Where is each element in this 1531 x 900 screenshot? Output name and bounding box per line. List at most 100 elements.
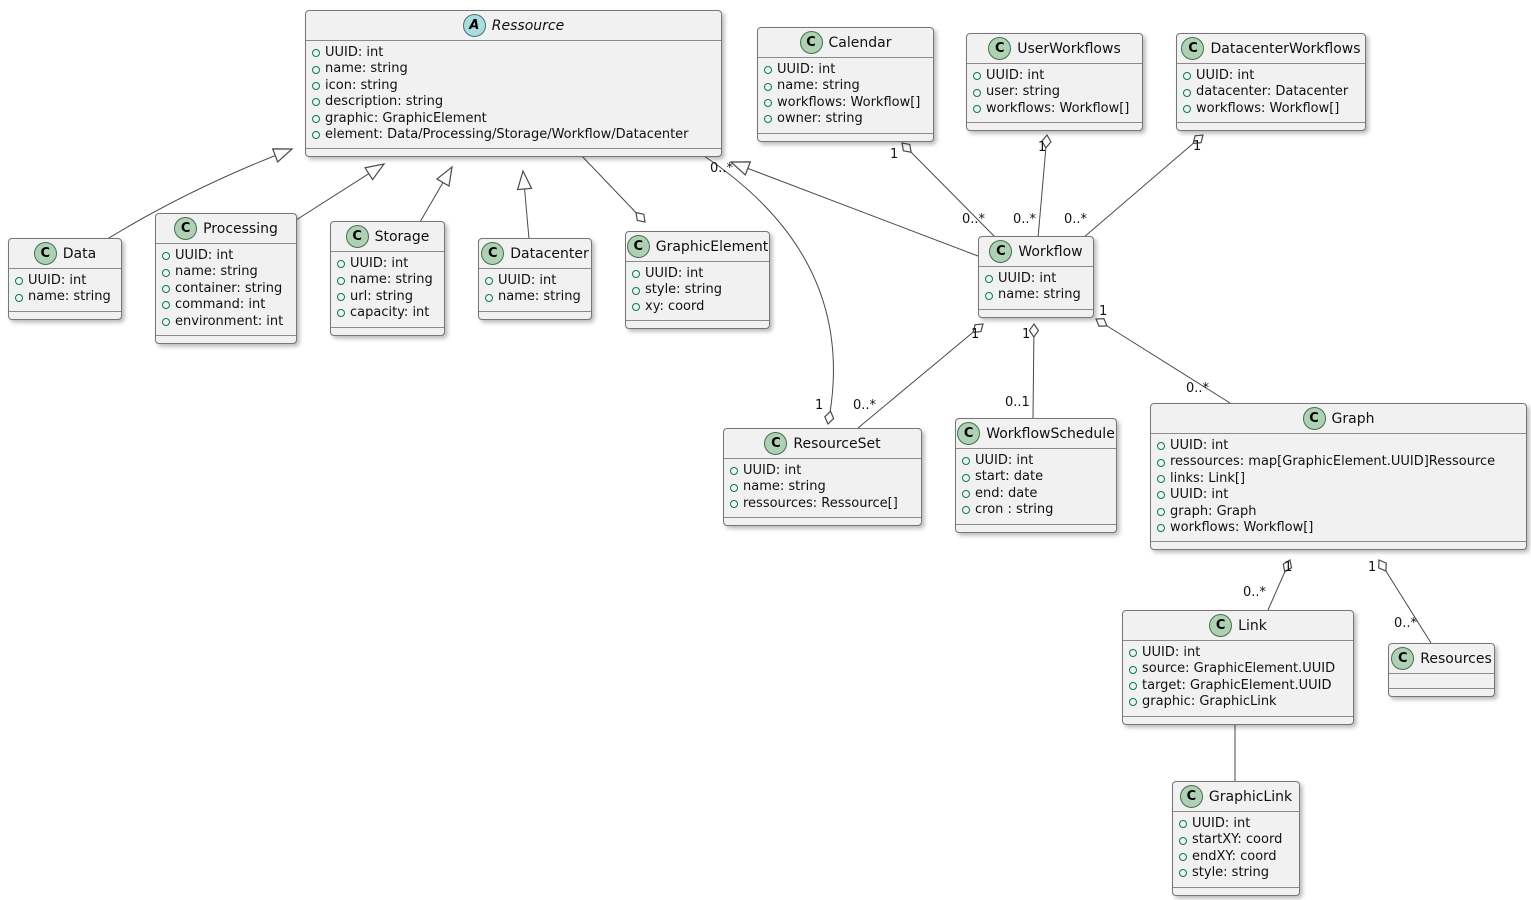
attribute-text: workflows: Workflow[]: [986, 100, 1130, 116]
class-header: C Processing: [156, 214, 296, 244]
attribute-text: owner: string: [777, 111, 863, 127]
attribute-line: datacenter: Datacenter: [1183, 84, 1359, 100]
multiplicity-link-end: 0..*: [1243, 585, 1267, 600]
field-visibility-icon: [1129, 682, 1137, 691]
class-header: C UserWorkflows: [967, 34, 1142, 64]
attribute-line: workflows: Workflow[]: [973, 101, 1136, 117]
attribute-text: UUID: int: [1170, 487, 1229, 503]
multiplicity-resourceset-end: 1: [815, 398, 824, 413]
multiplicity-workflow-schedule-end: 1: [1022, 327, 1031, 342]
attribute-line: graphic: GraphicElement: [312, 111, 715, 127]
attribute-line: name: string: [312, 61, 715, 77]
field-visibility-icon: [1183, 72, 1191, 81]
attribute-line: name: string: [730, 479, 915, 495]
method-compartment: [1389, 688, 1494, 696]
attribute-line: environment: int: [162, 314, 290, 330]
field-visibility-icon: [312, 131, 320, 140]
method-compartment: [979, 308, 1093, 317]
class-icon: C: [481, 242, 505, 265]
attribute-text: name: string: [325, 61, 408, 77]
attribute-line: user: string: [973, 84, 1136, 100]
field-visibility-icon: [973, 88, 981, 97]
field-visibility-icon: [1179, 820, 1187, 829]
class-name: Processing: [203, 220, 278, 237]
aggregation-workflowschedule-workflow: [1028, 322, 1040, 419]
attribute-line: name: string: [764, 78, 927, 94]
class-name: GraphicElement: [655, 238, 769, 255]
attribute-text: ressources: Ressource[]: [743, 495, 898, 511]
aggregation-workflow-calendar: [901, 142, 997, 239]
class-name: Graph: [1331, 410, 1375, 427]
attribute-line: workflows: Workflow[]: [1183, 101, 1359, 117]
field-visibility-icon: [15, 277, 23, 286]
class-header: C Datacenter: [479, 239, 591, 269]
attribute-line: UUID: int: [1157, 487, 1520, 503]
field-visibility-icon: [162, 301, 170, 310]
attribute-text: UUID: int: [325, 45, 384, 60]
field-visibility-icon: [1129, 698, 1137, 707]
field-visibility-icon: [730, 500, 738, 509]
attribute-text: user: string: [986, 84, 1060, 100]
class-header: C Link: [1123, 611, 1353, 641]
aggregation-ressource-graphicelement: [577, 151, 646, 223]
field-visibility-icon: [973, 105, 981, 114]
field-visibility-icon: [1129, 665, 1137, 674]
attribute-text: UUID: int: [1196, 68, 1255, 83]
method-compartment: [479, 310, 591, 319]
multiplicity-graph-link-end: 1: [1284, 560, 1293, 575]
attribute-line: container: string: [162, 281, 290, 297]
attribute-text: graphic: GraphicLink: [1142, 694, 1277, 710]
class-icon: C: [1179, 785, 1203, 808]
class-icon: C: [988, 37, 1012, 60]
class-resources: C Resources: [1388, 643, 1495, 697]
attribute-line: capacity: int: [337, 305, 438, 321]
field-visibility-icon: [1157, 475, 1165, 484]
attribute-line: graph: Graph: [1157, 504, 1520, 520]
attribute-line: ressources: map[GraphicElement.UUID]Ress…: [1157, 454, 1520, 470]
field-visibility-icon: [312, 98, 320, 107]
attribute-text: cron : string: [975, 502, 1054, 518]
method-compartment: [306, 148, 721, 156]
method-compartment: [967, 122, 1142, 130]
method-compartment: [956, 523, 1116, 532]
attribute-text: command: int: [175, 297, 266, 313]
class-icon: C: [957, 422, 981, 445]
method-compartment: [758, 132, 933, 141]
method-compartment: [626, 320, 769, 328]
class-icon: C: [1302, 407, 1326, 430]
field-visibility-icon: [764, 115, 772, 124]
attribute-line: owner: string: [764, 111, 927, 127]
attribute-text: name: string: [498, 289, 581, 305]
class-icon: C: [345, 225, 369, 248]
class-icon: C: [1391, 647, 1415, 670]
field-visibility-icon: [162, 317, 170, 326]
attribute-text: datacenter: Datacenter: [1196, 84, 1349, 100]
field-visibility-icon: [764, 82, 772, 91]
attribute-line: UUID: int: [1183, 68, 1359, 84]
attribute-line: UUID: int: [962, 453, 1110, 469]
attribute-text: name: string: [350, 272, 433, 288]
class-header: C Resources: [1389, 644, 1494, 674]
attribute-text: endXY: coord: [1192, 848, 1277, 864]
attribute-text: UUID: int: [743, 463, 802, 478]
attribute-line: start: date: [962, 469, 1110, 485]
field-visibility-icon: [312, 82, 320, 91]
attribute-text: name: string: [175, 264, 258, 280]
attribute-text: name: string: [777, 78, 860, 94]
multiplicity-workflow-datacenterworkflows-end: 0..*: [1064, 212, 1088, 227]
attribute-text: UUID: int: [498, 273, 557, 288]
method-compartment: [1123, 715, 1353, 724]
